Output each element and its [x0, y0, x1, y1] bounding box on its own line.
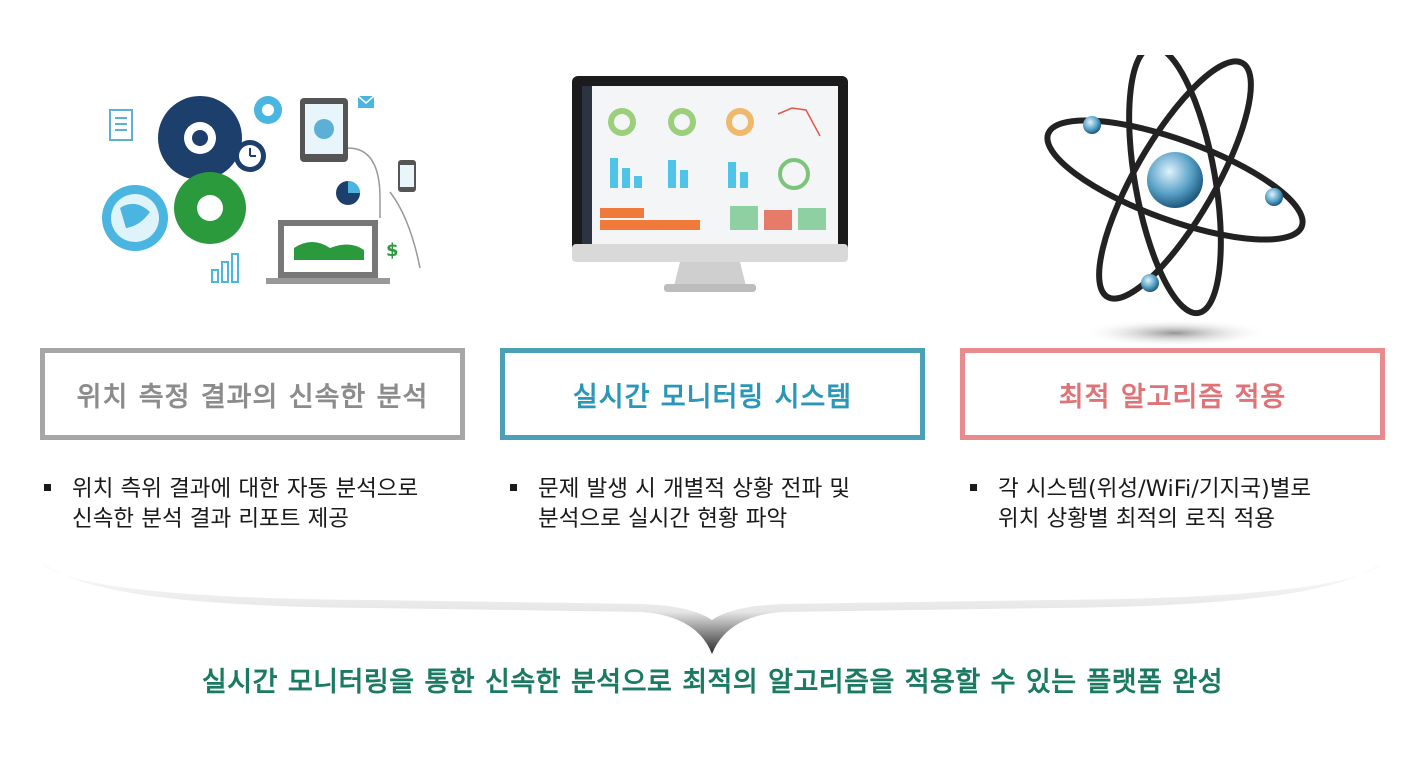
description-line: 문제 발생 시 개별적 상황 전파 및	[538, 476, 851, 502]
clock-icon	[234, 140, 266, 172]
data-analysis-illustration: $	[102, 95, 421, 284]
electron-icon	[1265, 188, 1283, 206]
bullet-icon	[44, 484, 51, 491]
atom-illustration	[1044, 55, 1306, 347]
svg-text:$: $	[386, 240, 399, 261]
phone-icon	[398, 160, 416, 192]
tablet-icon	[300, 98, 348, 162]
globe-icon	[102, 185, 168, 251]
description-line: 위치 상황별 최적의 로직 적용	[998, 506, 1276, 532]
card-description-analysis: 위치 측위 결과에 대한 자동 분석으로 신속한 분석 결과 리포트 제공	[44, 474, 484, 534]
pie-chart-icon	[336, 181, 360, 205]
dollar-icon: $	[386, 240, 399, 261]
gear-icon	[158, 96, 242, 180]
card-description-algorithm: 각 시스템(위성/WiFi/기지국)별로 위치 상황별 최적의 로직 적용	[970, 474, 1410, 534]
gear-icon	[254, 96, 282, 124]
monitoring-dashboard-illustration	[572, 76, 848, 292]
electron-icon	[1083, 116, 1101, 134]
electron-icon	[1141, 274, 1159, 292]
laptop-icon	[266, 220, 390, 284]
description-line: 분석으로 실시간 현황 파악	[538, 506, 788, 532]
description-line: 위치 측위 결과에 대한 자동 분석으로	[72, 476, 419, 502]
connector-line	[347, 147, 421, 269]
mail-icon	[357, 95, 375, 108]
electron-orbit-icon	[1044, 55, 1306, 317]
gauge-icon	[778, 158, 810, 190]
bar-chart-icon	[610, 158, 748, 188]
bar-chart-icon	[211, 253, 239, 283]
card-title-algorithm: 최적 알고리즘 적용	[960, 348, 1385, 440]
atom-shadow	[1080, 319, 1270, 347]
description-line: 신속한 분석 결과 리포트 제공	[72, 506, 350, 532]
document-icon	[109, 109, 133, 141]
card-title-text: 위치 측정 결과의 신속한 분석	[76, 381, 429, 413]
nucleus-icon	[1147, 152, 1203, 208]
convergence-brace	[42, 560, 1382, 654]
card-title-text: 최적 알고리즘 적용	[1058, 381, 1287, 413]
bullet-icon	[510, 484, 517, 491]
bullet-icon	[970, 484, 977, 491]
description-line: 각 시스템(위성/WiFi/기지국)별로	[998, 476, 1312, 502]
donut-chart-icon	[608, 108, 754, 136]
card-title-monitoring: 실시간 모니터링 시스템	[500, 348, 925, 440]
stacked-bar-chart-icon	[730, 206, 826, 230]
card-description-monitoring: 문제 발생 시 개별적 상황 전파 및 분석으로 실시간 현황 파악	[510, 474, 950, 534]
card-title-text: 실시간 모니터링 시스템	[572, 381, 853, 413]
horizontal-bar-chart-icon	[600, 208, 700, 230]
conclusion-text: 실시간 모니터링을 통한 신속한 분석으로 최적의 알고리즘을 적용할 수 있는…	[201, 667, 1224, 698]
card-title-analysis: 위치 측정 결과의 신속한 분석	[40, 348, 465, 440]
gear-icon	[174, 172, 246, 244]
line-chart-icon	[777, 107, 821, 137]
